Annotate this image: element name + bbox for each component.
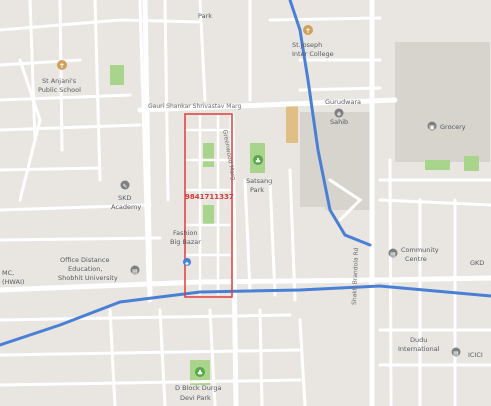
label-gurudwara-2: Sahib [330, 118, 348, 126]
label-phone: 9841711337 [185, 193, 234, 201]
highlight-area[interactable] [184, 113, 233, 298]
label-community-1: Community [401, 246, 439, 254]
school-icon[interactable]: ✝ [57, 60, 67, 70]
label-st-anjanis-2: Public School [38, 86, 81, 94]
label-right-edge: ICICI [468, 351, 483, 359]
label-satsang-2: Park [250, 186, 264, 194]
label-d-block-1: D Block Durga [175, 384, 222, 392]
label-dudu-2: International [398, 345, 440, 353]
academy-icon[interactable]: ✎ [120, 180, 130, 191]
shopping-icon[interactable]: ◈ [183, 258, 191, 267]
label-sks-2: Academy [111, 203, 141, 211]
park-icon[interactable]: ♣ [253, 155, 263, 165]
water-canal [0, 0, 491, 347]
label-st-joseph-1: St.Joseph [292, 41, 322, 49]
label-gauri-marg: Gauri Shankar Shrivastav Marg [148, 103, 241, 110]
label-sks-1: SKD [118, 194, 131, 202]
poi-area [286, 105, 298, 143]
grocery-icon[interactable]: ▣ [427, 121, 437, 132]
park-marker-icon[interactable]: ♣ [195, 367, 205, 377]
label-fashion-1: Fashion [173, 229, 198, 237]
gurudwara-icon[interactable]: ☬ [334, 108, 344, 119]
label-mc-2: (HWAI) [2, 278, 24, 286]
svg-text:♣: ♣ [255, 157, 261, 165]
label-d-block-2: Devi Park [180, 394, 211, 402]
label-office-3: Shobhit University [58, 274, 118, 282]
label-community-2: Centre [405, 255, 427, 263]
label-satsang-1: Satsang [246, 177, 272, 185]
svg-text:▤: ▤ [453, 350, 459, 357]
svg-text:✝: ✝ [305, 27, 311, 35]
business-icon[interactable]: ▤ [451, 347, 461, 358]
svg-text:☬: ☬ [337, 111, 341, 118]
temple-icon[interactable]: ✝ [303, 25, 313, 35]
label-st-anjanis-1: St Anjani's [42, 77, 77, 85]
svg-text:◈: ◈ [185, 261, 190, 267]
label-office-1: Office Distance [60, 256, 109, 264]
svg-text:✎: ✎ [122, 183, 127, 190]
label-fashion-2: Big Bazar [170, 238, 201, 246]
label-grocery: Grocery [440, 123, 466, 131]
inner-block-roads [185, 115, 232, 295]
label-top-park: Park [198, 12, 212, 20]
office-icon[interactable]: ▤ [130, 265, 140, 276]
label-vertical-road-2: Shakti Brandola Rd [351, 247, 360, 305]
svg-text:♣: ♣ [197, 369, 203, 377]
label-gkd: GKD [470, 259, 484, 267]
svg-text:✝: ✝ [59, 62, 65, 70]
community-icon[interactable]: ▤ [388, 248, 398, 259]
label-office-2: Education, [68, 265, 102, 273]
label-mc-1: MC, [2, 269, 14, 277]
building-blocks [300, 42, 490, 210]
svg-text:▤: ▤ [132, 268, 138, 275]
svg-text:▣: ▣ [429, 124, 435, 131]
label-dudu-1: Dudu [410, 336, 427, 344]
label-st-joseph-2: Inter College [292, 50, 334, 58]
label-gurudwara-1: Gurudwara [325, 98, 361, 106]
svg-text:▤: ▤ [390, 251, 396, 258]
